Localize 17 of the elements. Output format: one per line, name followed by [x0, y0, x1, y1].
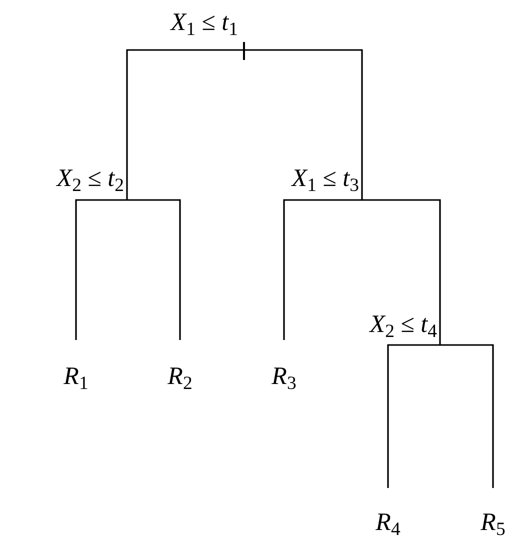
leaf-region-label: R$_{1}$ [56, 362, 96, 392]
tree-branch-line [283, 199, 362, 340]
split-condition-label: X$_{1}$ ≤ t$_{1}$ [110, 8, 238, 38]
leaf-region-label: R$_{5}$ [473, 508, 513, 538]
tree-branch-line [387, 344, 440, 488]
tree-branch-line [127, 199, 181, 340]
tree-branch-line [75, 199, 127, 340]
leaf-region-label: R$_{3}$ [264, 362, 304, 392]
split-condition-label: X$_{2}$ ≤ t$_{2}$ [0, 164, 124, 194]
leaf-region-label: R$_{4}$ [368, 508, 408, 538]
leaf-region-label: R$_{2}$ [160, 362, 200, 392]
split-condition-label: X$_{1}$ ≤ t$_{3}$ [232, 164, 359, 194]
tree-branch-line [126, 49, 244, 200]
tree-branch-line [440, 344, 494, 488]
tree-branch-line [362, 199, 441, 345]
split-condition-label: X$_{2}$ ≤ t$_{4}$ [310, 310, 437, 340]
tree-branch-line [244, 49, 363, 200]
